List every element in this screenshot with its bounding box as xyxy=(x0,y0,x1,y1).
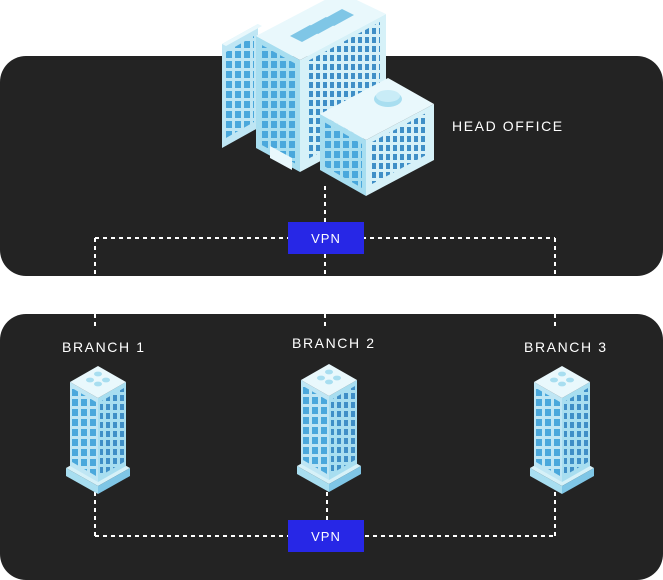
head-office-building-icon xyxy=(222,0,434,196)
branch-building-3-icon xyxy=(530,366,594,494)
vpn-top-badge: VPN xyxy=(288,222,364,254)
branch-building-1-icon xyxy=(66,366,130,494)
head-office-label: HEAD OFFICE xyxy=(452,118,564,134)
branch-building-2-icon xyxy=(297,364,361,492)
vpn-bottom-badge: VPN xyxy=(288,520,364,552)
branch-1-label: BRANCH 1 xyxy=(62,339,146,355)
branch-3-label: BRANCH 3 xyxy=(524,339,608,355)
vpn-connectors xyxy=(94,186,556,537)
branch-2-label: BRANCH 2 xyxy=(292,335,376,351)
